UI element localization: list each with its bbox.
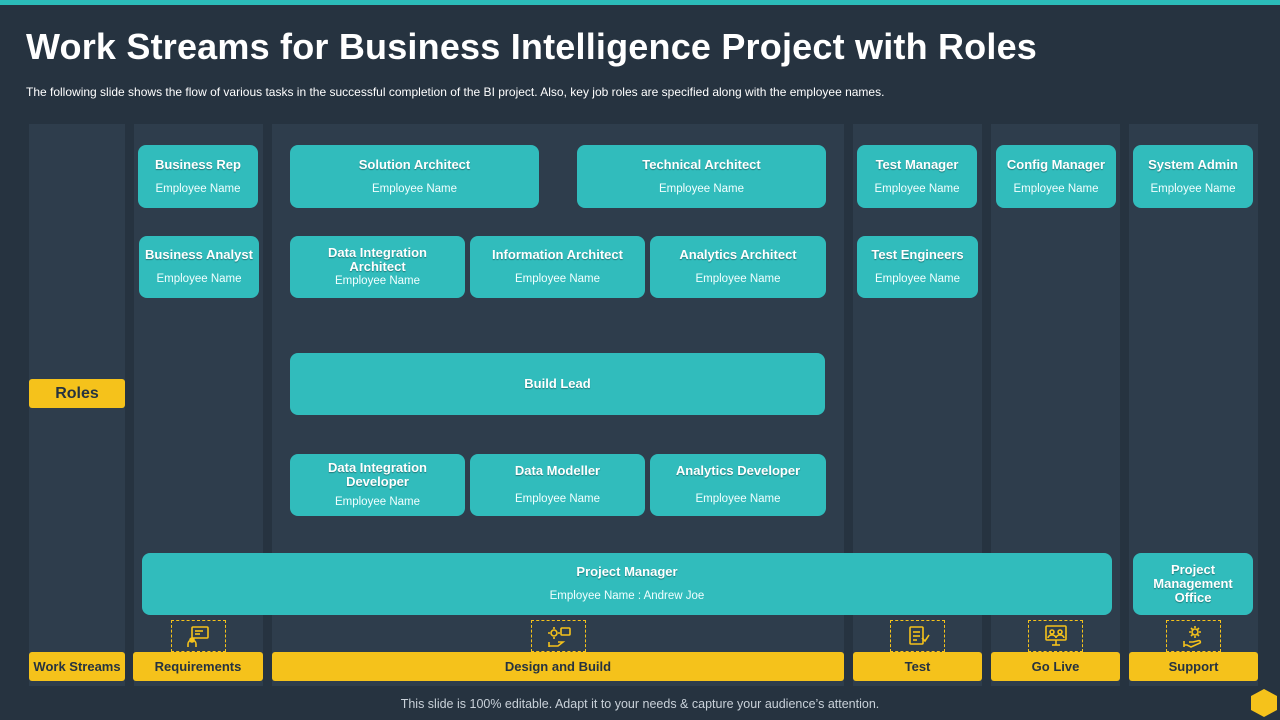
stream-test: Test bbox=[853, 652, 982, 681]
employee-name: Employee Name bbox=[874, 182, 960, 195]
role-test-manager: Test Manager Employee Name bbox=[857, 145, 977, 208]
role-title: Project Manager bbox=[576, 564, 678, 579]
team-screen-icon bbox=[1028, 620, 1083, 652]
role-business-rep: Business Rep Employee Name bbox=[138, 145, 258, 208]
role-data-integration-developer: Data Integration Developer Employee Name bbox=[290, 454, 465, 516]
role-title: Solution Architect bbox=[358, 156, 471, 172]
footer-note: This slide is 100% editable. Adapt it to… bbox=[400, 697, 880, 711]
page-subtitle: The following slide shows the flow of va… bbox=[26, 85, 885, 99]
role-title: Business Analyst bbox=[145, 247, 253, 262]
role-title: Build Lead bbox=[524, 376, 591, 391]
stream-support: Support bbox=[1129, 652, 1258, 681]
role-title: Test Manager bbox=[875, 156, 959, 172]
role-title: Technical Architect bbox=[642, 156, 761, 172]
role-solution-architect: Solution Architect Employee Name bbox=[290, 145, 539, 208]
checklist-icon bbox=[890, 620, 945, 652]
employee-name: Employee Name bbox=[371, 182, 457, 195]
employee-name: Employee Name bbox=[514, 273, 600, 285]
work-streams-label: Work Streams bbox=[29, 652, 125, 681]
employee-name: Employee Name bbox=[695, 273, 781, 285]
gear-hand-icon bbox=[531, 620, 586, 652]
role-title: Data Integration Developer bbox=[328, 460, 427, 489]
presentation-icon bbox=[171, 620, 226, 652]
employee-name: Employee Name bbox=[695, 493, 781, 505]
role-information-architect: Information Architect Employee Name bbox=[470, 236, 645, 298]
role-project-manager: Project Manager Employee Name : Andrew J… bbox=[142, 553, 1112, 615]
top-accent-bar bbox=[0, 0, 1280, 5]
employee-name: Employee Name bbox=[155, 182, 241, 195]
role-config-manager: Config Manager Employee Name bbox=[996, 145, 1116, 208]
role-technical-architect: Technical Architect Employee Name bbox=[577, 145, 826, 208]
employee-name: Employee Name bbox=[658, 182, 744, 195]
role-title: System Admin bbox=[1148, 156, 1238, 172]
role-business-analyst: Business Analyst Employee Name bbox=[139, 236, 259, 298]
stream-go-live: Go Live bbox=[991, 652, 1120, 681]
employee-name: Employee Name bbox=[156, 273, 242, 285]
role-analytics-architect: Analytics Architect Employee Name bbox=[650, 236, 826, 298]
employee-name: Employee Name bbox=[874, 273, 960, 285]
role-analytics-developer: Analytics Developer Employee Name bbox=[650, 454, 826, 516]
stream-requirements: Requirements bbox=[133, 652, 263, 681]
role-title: Information Architect bbox=[492, 247, 623, 262]
role-data-integration-architect: Data Integration Architect Employee Name bbox=[290, 236, 465, 298]
role-title: Project Management Office bbox=[1153, 562, 1233, 605]
role-title: Data Modeller bbox=[514, 463, 601, 478]
roles-label: Roles bbox=[29, 379, 125, 408]
employee-name: Employee Name bbox=[1150, 182, 1236, 195]
role-data-modeller: Data Modeller Employee Name bbox=[470, 454, 645, 516]
role-title: Business Rep bbox=[155, 156, 241, 172]
role-title: Test Engineers bbox=[871, 247, 964, 262]
role-pmo: Project Management Office bbox=[1133, 553, 1253, 615]
employee-name: Employee Name bbox=[334, 496, 420, 508]
stream-design-build: Design and Build bbox=[272, 652, 844, 681]
employee-name: Employee Name : Andrew Joe bbox=[549, 590, 705, 602]
employee-name: Employee Name bbox=[1013, 182, 1099, 195]
role-title: Data Integration Architect bbox=[328, 245, 427, 274]
page-title: Work Streams for Business Intelligence P… bbox=[26, 26, 1038, 67]
role-build-lead: Build Lead bbox=[290, 353, 825, 415]
employee-name: Employee Name bbox=[514, 493, 600, 505]
support-gear-icon bbox=[1166, 620, 1221, 652]
role-test-engineers: Test Engineers Employee Name bbox=[857, 236, 978, 298]
employee-name: Employee Name bbox=[334, 275, 420, 287]
role-title: Analytics Architect bbox=[679, 247, 797, 262]
role-system-admin: System Admin Employee Name bbox=[1133, 145, 1253, 208]
hexagon-logo-icon bbox=[1251, 689, 1277, 717]
role-title: Analytics Developer bbox=[675, 463, 801, 478]
role-title: Config Manager bbox=[1006, 156, 1106, 172]
